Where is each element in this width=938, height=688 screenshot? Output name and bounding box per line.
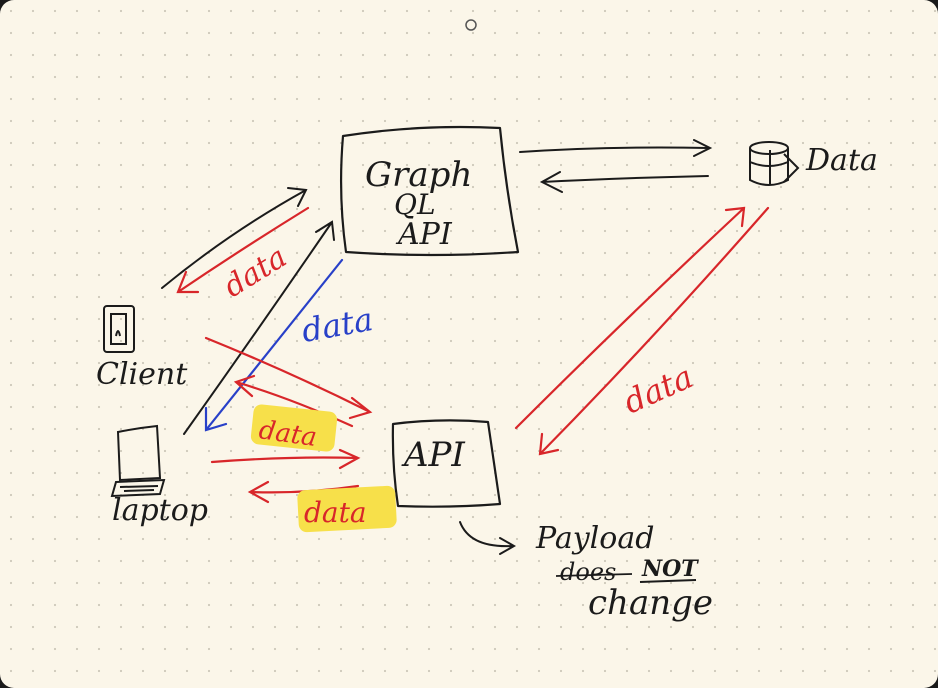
api-data-arrows	[514, 206, 770, 456]
graphql-api-node: Graph QL API	[339, 125, 520, 257]
arrow-api-to-data	[514, 206, 746, 430]
arrow-graphql-to-client	[176, 206, 310, 294]
graphql-data-arrows	[519, 139, 713, 193]
database-icon	[749, 141, 800, 186]
arrow-laptop-to-graphql	[183, 220, 335, 435]
arrow-graphql-to-laptop	[204, 258, 344, 432]
client-api-arrows	[204, 336, 373, 428]
data-store-label: Data	[805, 143, 878, 178]
note-line1: Payload	[535, 521, 654, 556]
client-label: Client	[96, 357, 188, 392]
arrow-api-to-client	[233, 374, 354, 428]
note-strike	[555, 573, 633, 577]
note-line3: change	[588, 583, 713, 623]
arrow-client-to-graphql	[161, 187, 308, 289]
note-emph-underline	[639, 579, 697, 583]
payload-note: Payload does NOT change	[459, 521, 713, 623]
note-line2-word: does	[560, 558, 616, 586]
arrow-api-to-note	[459, 521, 517, 555]
laptop-node: laptop	[110, 424, 208, 528]
rest-api-label: API	[401, 435, 465, 475]
rest-api-node: API	[391, 419, 502, 508]
note-line2-emph: NOT	[641, 556, 699, 582]
graphql-label-line2: QL	[394, 188, 436, 221]
label-laptop-api-data: data	[304, 496, 367, 529]
graphql-label-line3: API	[395, 217, 453, 252]
data-store-node: Data	[749, 141, 878, 186]
graphql-box	[339, 125, 520, 257]
laptop-label: laptop	[112, 493, 208, 528]
arrow-graphql-to-data	[519, 139, 713, 157]
laptop-icon	[110, 424, 166, 498]
client-node: Client	[96, 305, 188, 392]
circle-icon[interactable]	[465, 19, 477, 31]
laptop-api-arrows	[210, 448, 361, 504]
graphql-label-line1: Graph	[365, 155, 472, 195]
phone-icon	[103, 305, 135, 353]
client-graphql-arrows	[161, 187, 310, 294]
arrow-data-to-api	[538, 206, 770, 456]
arrow-client-to-api	[204, 336, 373, 420]
arrow-laptop-to-api	[210, 448, 361, 470]
arrow-data-to-graphql	[539, 171, 709, 193]
rest-api-box	[391, 419, 502, 508]
highlight-laptop-api	[297, 485, 397, 533]
highlight-client-api	[250, 404, 338, 452]
laptop-graphql-arrows	[183, 220, 344, 435]
